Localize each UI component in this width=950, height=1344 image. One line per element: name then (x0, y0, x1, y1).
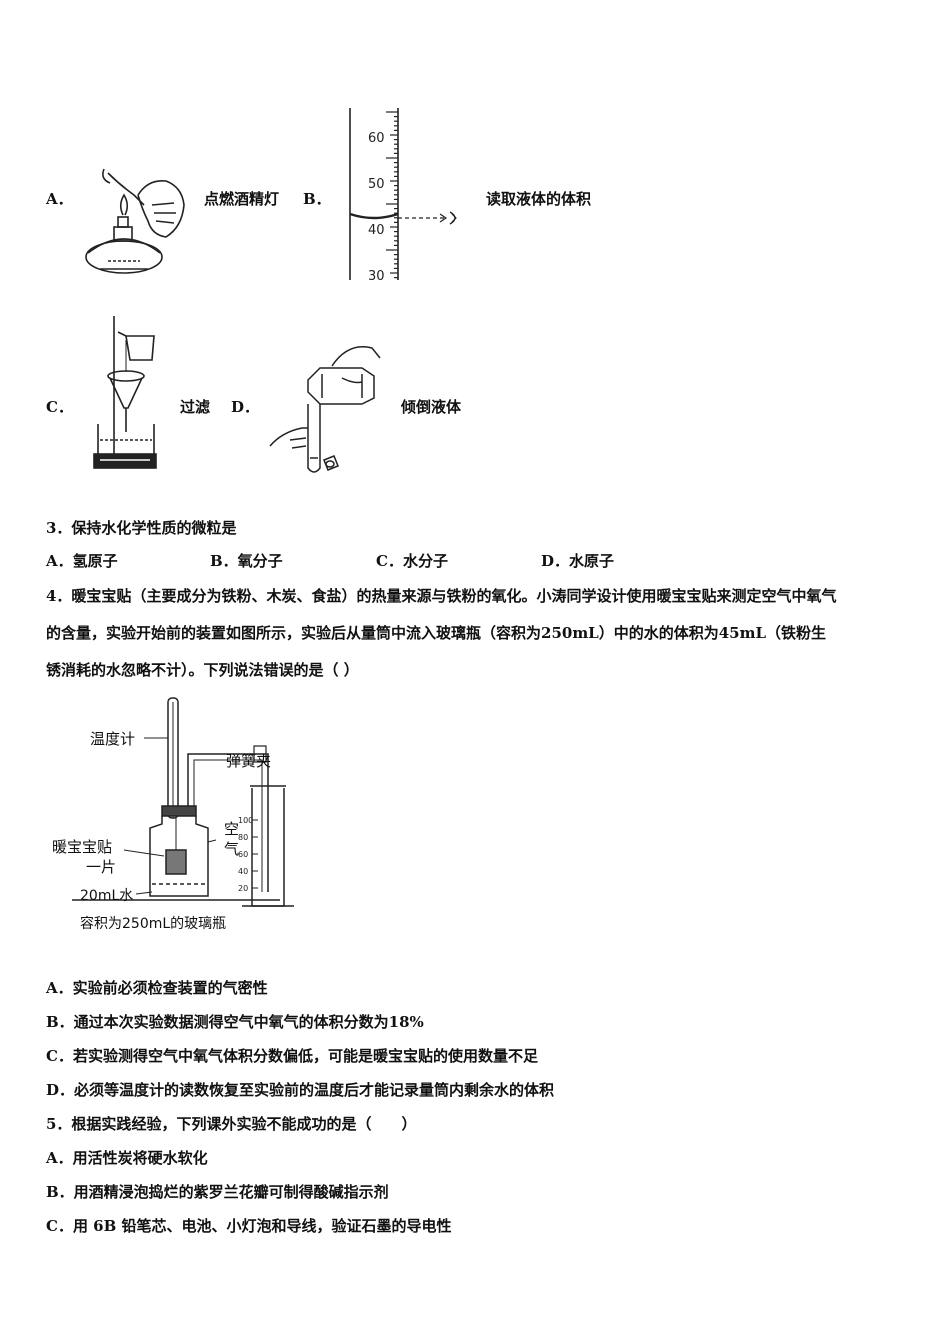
scale-label-50: 50 (368, 177, 385, 192)
bottle-volume-label: 容积为250mL的玻璃瓶 (80, 915, 226, 932)
option-a-label: 点燃酒精灯 (204, 190, 280, 208)
pouring-liquid-figure (269, 346, 381, 473)
hand-warmer-oxygen-apparatus-figure: 温度计 弹簧夹 暖宝宝贴 一片 空 气 20mL水 容积为250mL的玻璃瓶 1… (52, 697, 294, 932)
q3-option-a: A．氢原子 (46, 552, 118, 570)
water-volume-label: 20mL水 (80, 888, 133, 904)
scale-label-60: 60 (368, 131, 385, 146)
alcohol-lamp-lighting-figure (85, 168, 185, 274)
cylinder-scale-label: 100 (238, 816, 253, 825)
q5-option-c: C．用 6B 铅笔芯、电池、小灯泡和导线，验证石墨的导电性 (46, 1217, 452, 1235)
q3-option-d: D．水原子 (541, 552, 615, 570)
q4-option-c: C．若实验测得空气中氧气体积分数偏低，可能是暖宝宝贴的使用数量不足 (46, 1047, 538, 1065)
q4-option-d: D．必须等温度计的读数恢复至实验前的温度后才能记录量筒内剩余水的体积 (46, 1081, 555, 1099)
scale-label-40: 40 (368, 223, 385, 238)
cylinder-scale-label: 80 (238, 833, 248, 842)
question-5-stem: 5．根据实践经验，下列课外实验不能成功的是（ ） (46, 1115, 417, 1133)
q4-option-a: A．实验前必须检查装置的气密性 (46, 979, 268, 997)
question-4-stem-line-1: 4．暖宝宝贴（主要成分为铁粉、木炭、食盐）的热量来源与铁粉的氧化。小涛同学设计使… (46, 587, 837, 605)
air-label-2: 气 (224, 840, 239, 858)
q5-option-a: A．用活性炭将硬水软化 (46, 1149, 208, 1167)
one-piece-label: 一片 (86, 858, 116, 876)
option-d-label: 倾倒液体 (401, 398, 462, 416)
thermometer-label: 温度计 (90, 730, 135, 748)
cylinder-scale-label: 40 (238, 867, 248, 876)
option-d-letter: D． (231, 398, 260, 416)
option-a-letter: A． (46, 190, 73, 208)
option-c-label: 过滤 (180, 398, 211, 416)
graduated-cylinder-reading-figure: 60 50 40 30 (349, 108, 457, 284)
option-b-letter: B． (303, 190, 331, 208)
option-b-label: 读取液体的体积 (486, 190, 592, 208)
option-c-letter: C． (46, 398, 73, 416)
q5-option-b: B．用酒精浸泡捣烂的紫罗兰花瓣可制得酸碱指示剂 (46, 1183, 389, 1201)
air-label-1: 空 (224, 820, 239, 838)
question-4-stem-line-2: 的含量，实验开始前的装置如图所示，实验后从量筒中流入玻璃瓶（容积为250mL）中… (46, 624, 827, 642)
q4-option-b: B．通过本次实验数据测得空气中氧气的体积分数为18% (46, 1013, 424, 1031)
hand-warmer-label: 暖宝宝贴 (52, 838, 112, 856)
spring-clamp-label: 弹簧夹 (226, 752, 271, 770)
scale-label-30: 30 (368, 269, 385, 284)
cylinder-scale-label: 20 (238, 884, 248, 893)
q3-option-c: C．水分子 (376, 552, 448, 570)
filtration-figure (93, 316, 157, 469)
cylinder-scale-label: 60 (238, 850, 248, 859)
question-3-stem: 3．保持水化学性质的微粒是 (46, 519, 237, 537)
q3-option-b: B．氧分子 (210, 552, 283, 570)
question-4-stem-line-3: 锈消耗的水忽略不计）。下列说法错误的是（ ） (46, 661, 359, 679)
